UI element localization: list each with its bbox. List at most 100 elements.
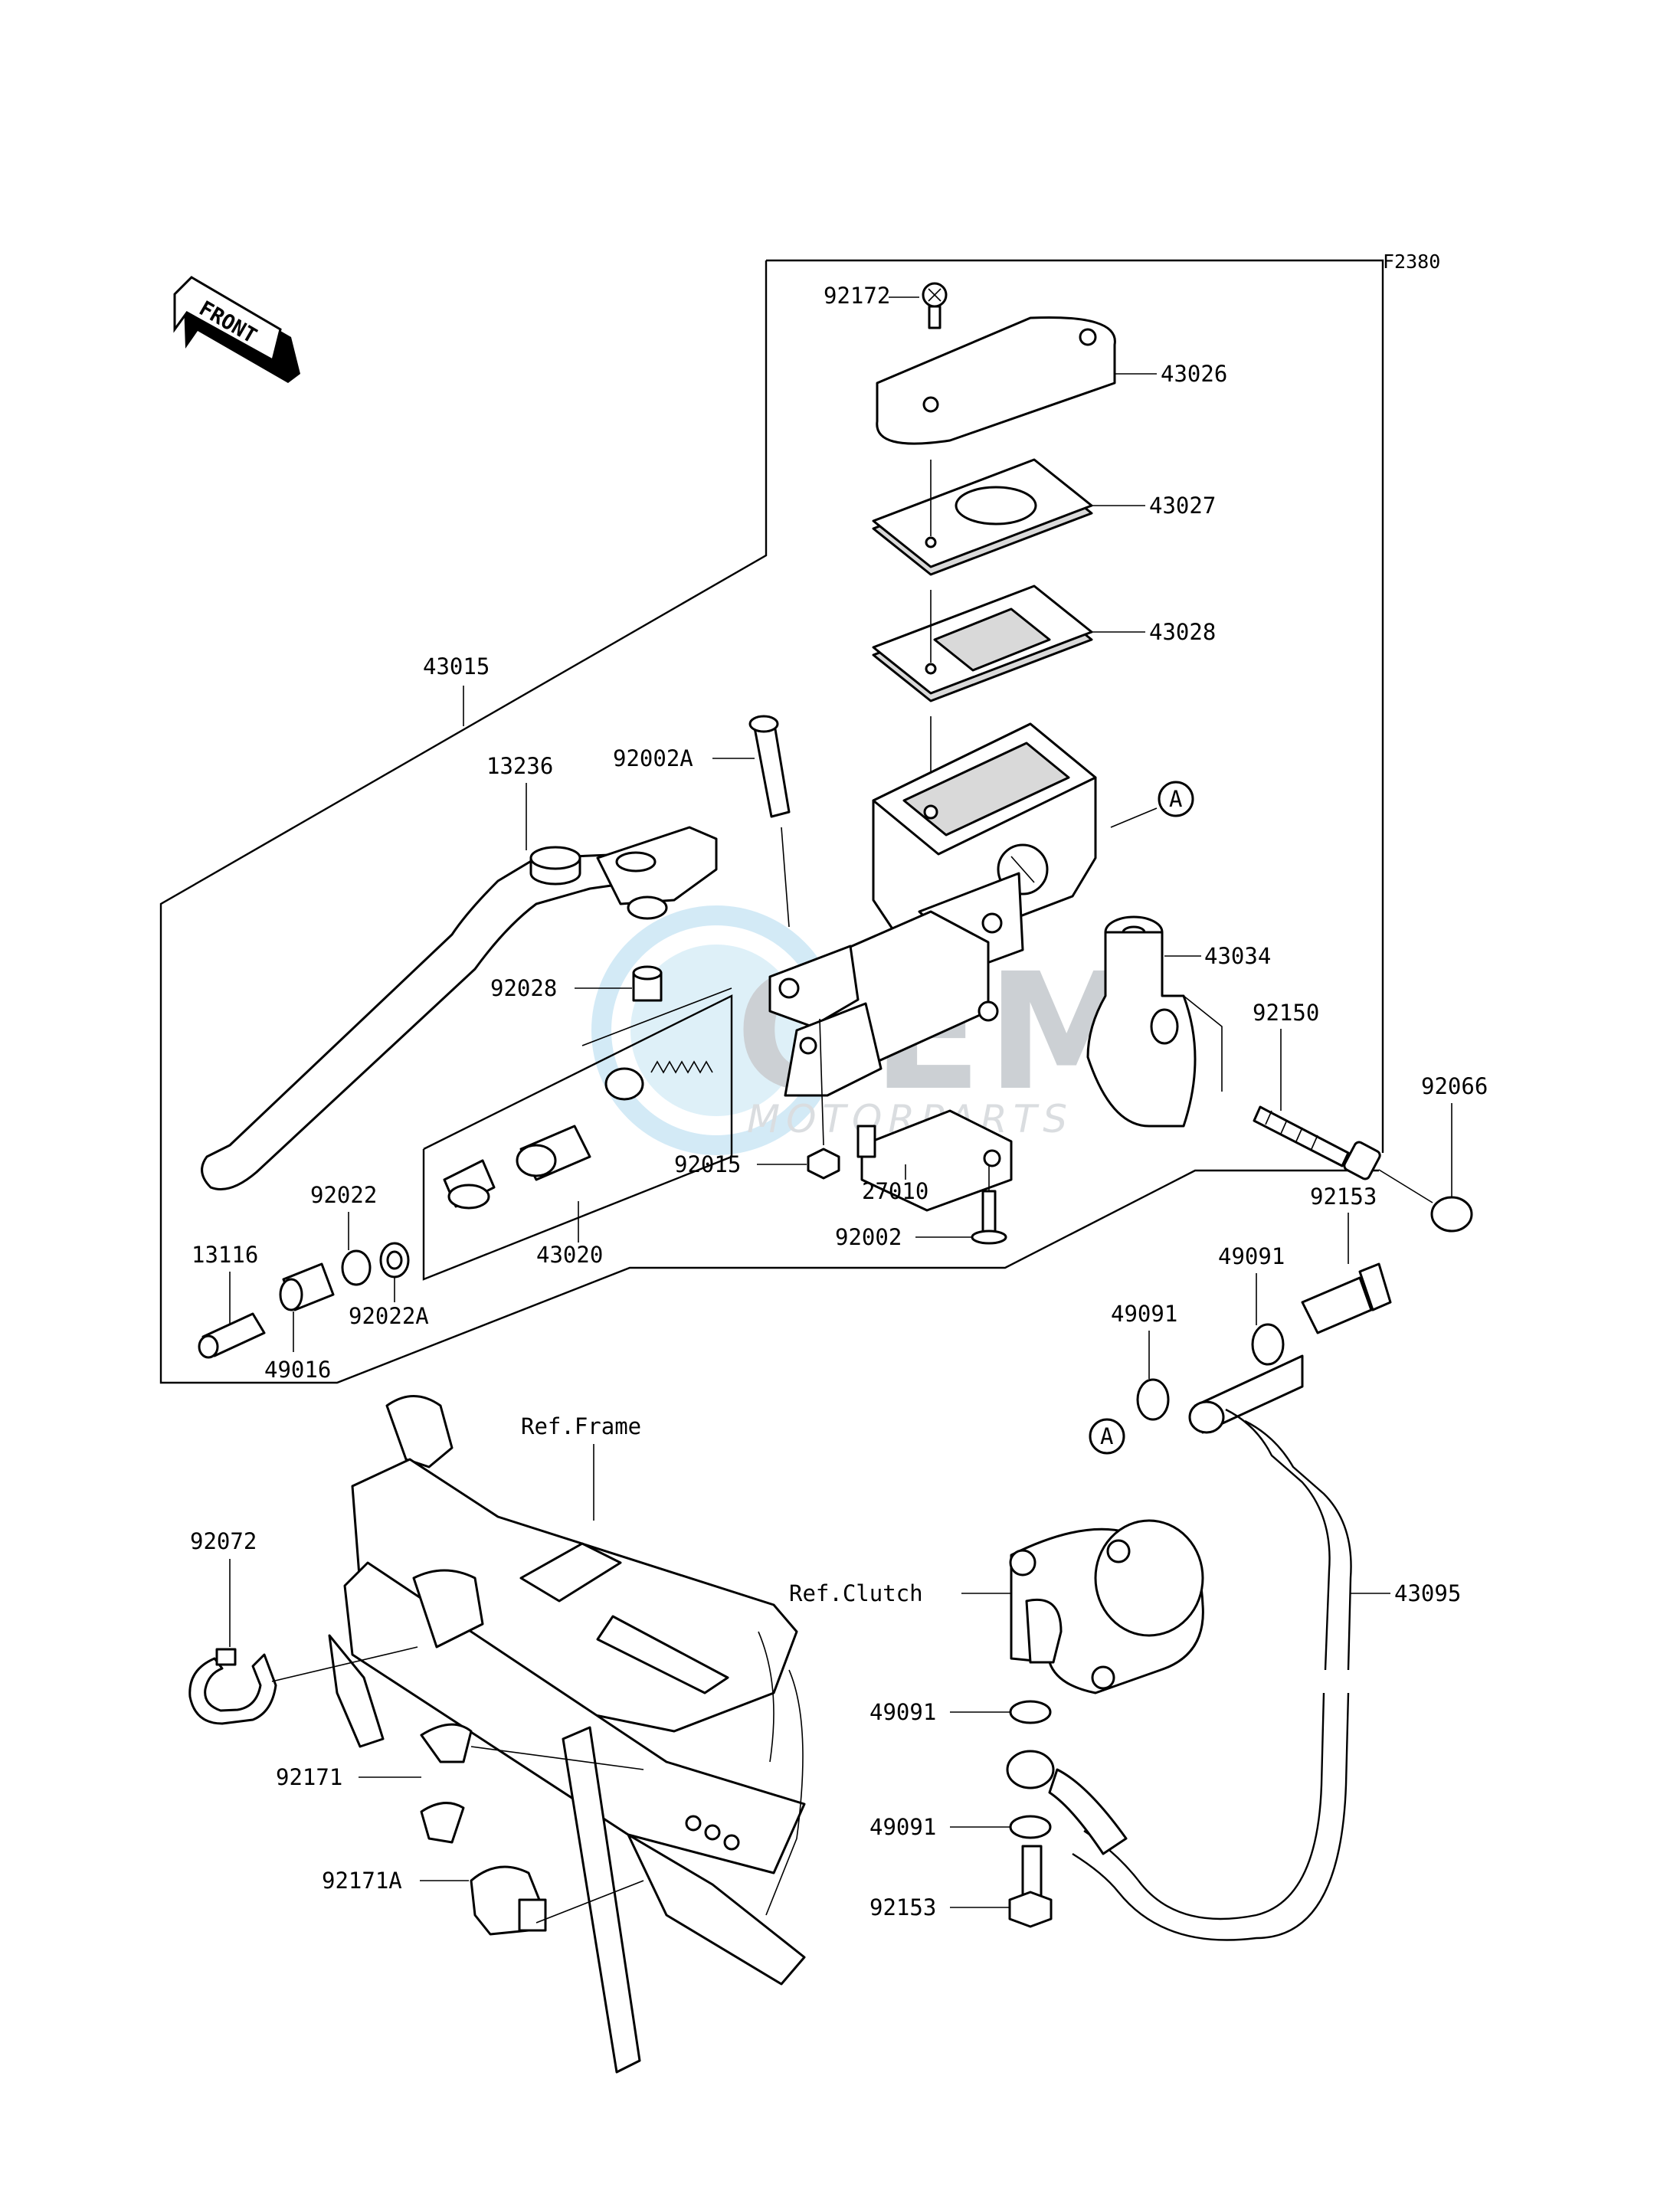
nut-92015 [807, 1148, 840, 1180]
marker-A-upper: A [1158, 781, 1194, 817]
callout-92150: 92150 [1253, 1000, 1319, 1111]
callout-43034-text: 43034 [1204, 943, 1271, 969]
callout-92172-text: 92172 [824, 283, 890, 309]
leader-line [470, 1746, 644, 1770]
callout-43020: 43020 [536, 1201, 603, 1268]
ref-clutch-text: Ref.Clutch [789, 1580, 923, 1606]
callout-49091-d: 49091 [869, 1814, 1010, 1840]
assembly-outline [766, 259, 1384, 1153]
callout-92171A: 92171A [322, 1868, 469, 1894]
callout-92002-text: 92002 [835, 1224, 902, 1250]
marker-A-upper-letter: A [1169, 786, 1182, 812]
callout-49091-a: 49091 [1218, 1243, 1285, 1325]
circlip-92022 [341, 1249, 372, 1286]
callout-92028: 92028 [490, 975, 632, 1001]
switch-27010 [856, 1109, 1013, 1212]
callout-92066-text: 92066 [1421, 1073, 1488, 1099]
callout-92002A: 92002A [613, 745, 755, 771]
ref-frame-text: Ref.Frame [521, 1413, 641, 1439]
bush-92028 [632, 965, 663, 1002]
callout-43028: 43028 [1092, 619, 1216, 645]
callout-13236-text: 13236 [486, 753, 553, 779]
callout-27010-text: 27010 [862, 1178, 928, 1204]
callout-92072-text: 92072 [190, 1528, 257, 1554]
callout-49091-a-text: 49091 [1218, 1243, 1285, 1269]
clutch-cover [1009, 1519, 1204, 1694]
front-arrow-icon: FRONT [173, 276, 300, 383]
washer-49091-mid [1136, 1378, 1170, 1421]
washer-49091-lower1 [1009, 1700, 1052, 1724]
callout-92153-bottom: 92153 [869, 1894, 1010, 1920]
boot-49016 [279, 1262, 335, 1311]
band-92072 [188, 1648, 277, 1725]
callout-92153-top: 92153 [1310, 1184, 1377, 1264]
callout-92171-text: 92171 [276, 1764, 342, 1790]
clamp-92171 [420, 1723, 473, 1844]
callout-43034: 43034 [1164, 943, 1271, 969]
reservoir-cap [876, 316, 1116, 445]
callout-43027-text: 43027 [1149, 493, 1216, 519]
bolt-92150 [1253, 1105, 1381, 1180]
cap-92066 [1430, 1196, 1473, 1233]
callout-92022A-text: 92022A [349, 1303, 429, 1329]
callout-13236: 13236 [486, 753, 553, 850]
callout-43027: 43027 [1092, 493, 1216, 519]
pushrod-13116 [198, 1312, 266, 1359]
callout-43015: 43015 [423, 653, 490, 726]
callout-92028-text: 92028 [490, 975, 557, 1001]
washer-hole [386, 1250, 403, 1270]
callout-92002: 92002 [835, 1224, 973, 1250]
figure-code: F2380 [1383, 250, 1440, 273]
frame [328, 1395, 806, 2074]
screw-92002A [748, 715, 791, 818]
marker-A-lower-letter: A [1100, 1423, 1113, 1449]
callout-49091-d-text: 49091 [869, 1814, 936, 1840]
guide-line [819, 1018, 824, 1146]
callout-43028-text: 43028 [1149, 619, 1216, 645]
marker-A-lower: A [1089, 1418, 1125, 1455]
callout-43095-text: 43095 [1394, 1580, 1461, 1606]
banjo-bolt-92153-top [1301, 1262, 1392, 1334]
callout-49016-text: 49016 [264, 1357, 331, 1383]
callout-92022A: 92022A [349, 1278, 429, 1329]
callout-ref-clutch: Ref.Clutch [789, 1580, 1011, 1606]
callout-49091-b: 49091 [1111, 1301, 1177, 1379]
callout-92022: 92022 [310, 1182, 377, 1250]
guide-line [1378, 1169, 1433, 1203]
leader-line [1110, 807, 1158, 828]
washer-49091-lower2 [1009, 1815, 1052, 1839]
callout-92072: 92072 [190, 1528, 257, 1647]
callout-92171A-text: 92171A [322, 1868, 402, 1894]
guide-line [581, 987, 732, 1046]
master-cylinder-body [768, 722, 1097, 1097]
callout-43020-text: 43020 [536, 1242, 603, 1268]
callout-43015-text: 43015 [423, 653, 490, 679]
callout-92172: 92172 [824, 283, 919, 309]
callout-92022-text: 92022 [310, 1182, 377, 1208]
guide-line [781, 827, 790, 928]
master-cylinder-outline [159, 260, 1379, 1384]
diaphragm [872, 584, 1093, 702]
screw-92002 [971, 1190, 1007, 1245]
hose-43095 [1006, 1354, 1352, 1941]
callout-43026: 43026 [1115, 361, 1227, 387]
callout-92150-text: 92150 [1253, 1000, 1319, 1026]
diaphragm-plate [872, 458, 1093, 576]
clamp-92171A [470, 1865, 547, 1936]
piston-kit-43020 [443, 1060, 713, 1210]
callout-43095: 43095 [1350, 1580, 1461, 1606]
callout-92015-text: 92015 [674, 1151, 741, 1177]
callout-27010: 27010 [862, 1164, 928, 1204]
callout-49091-c: 49091 [869, 1699, 1010, 1725]
callout-49091-b-text: 49091 [1111, 1301, 1177, 1327]
leader-line [535, 1880, 644, 1924]
callout-92066: 92066 [1421, 1073, 1488, 1197]
washer-49091-top [1251, 1323, 1285, 1366]
leader-line [271, 1646, 418, 1682]
callout-92171: 92171 [276, 1764, 421, 1790]
callout-13116: 13116 [192, 1242, 258, 1325]
banjo-bolt-92153-bottom [1008, 1845, 1053, 1928]
callout-43026-text: 43026 [1161, 361, 1227, 387]
banjo-fitting-43034 [1086, 915, 1223, 1128]
